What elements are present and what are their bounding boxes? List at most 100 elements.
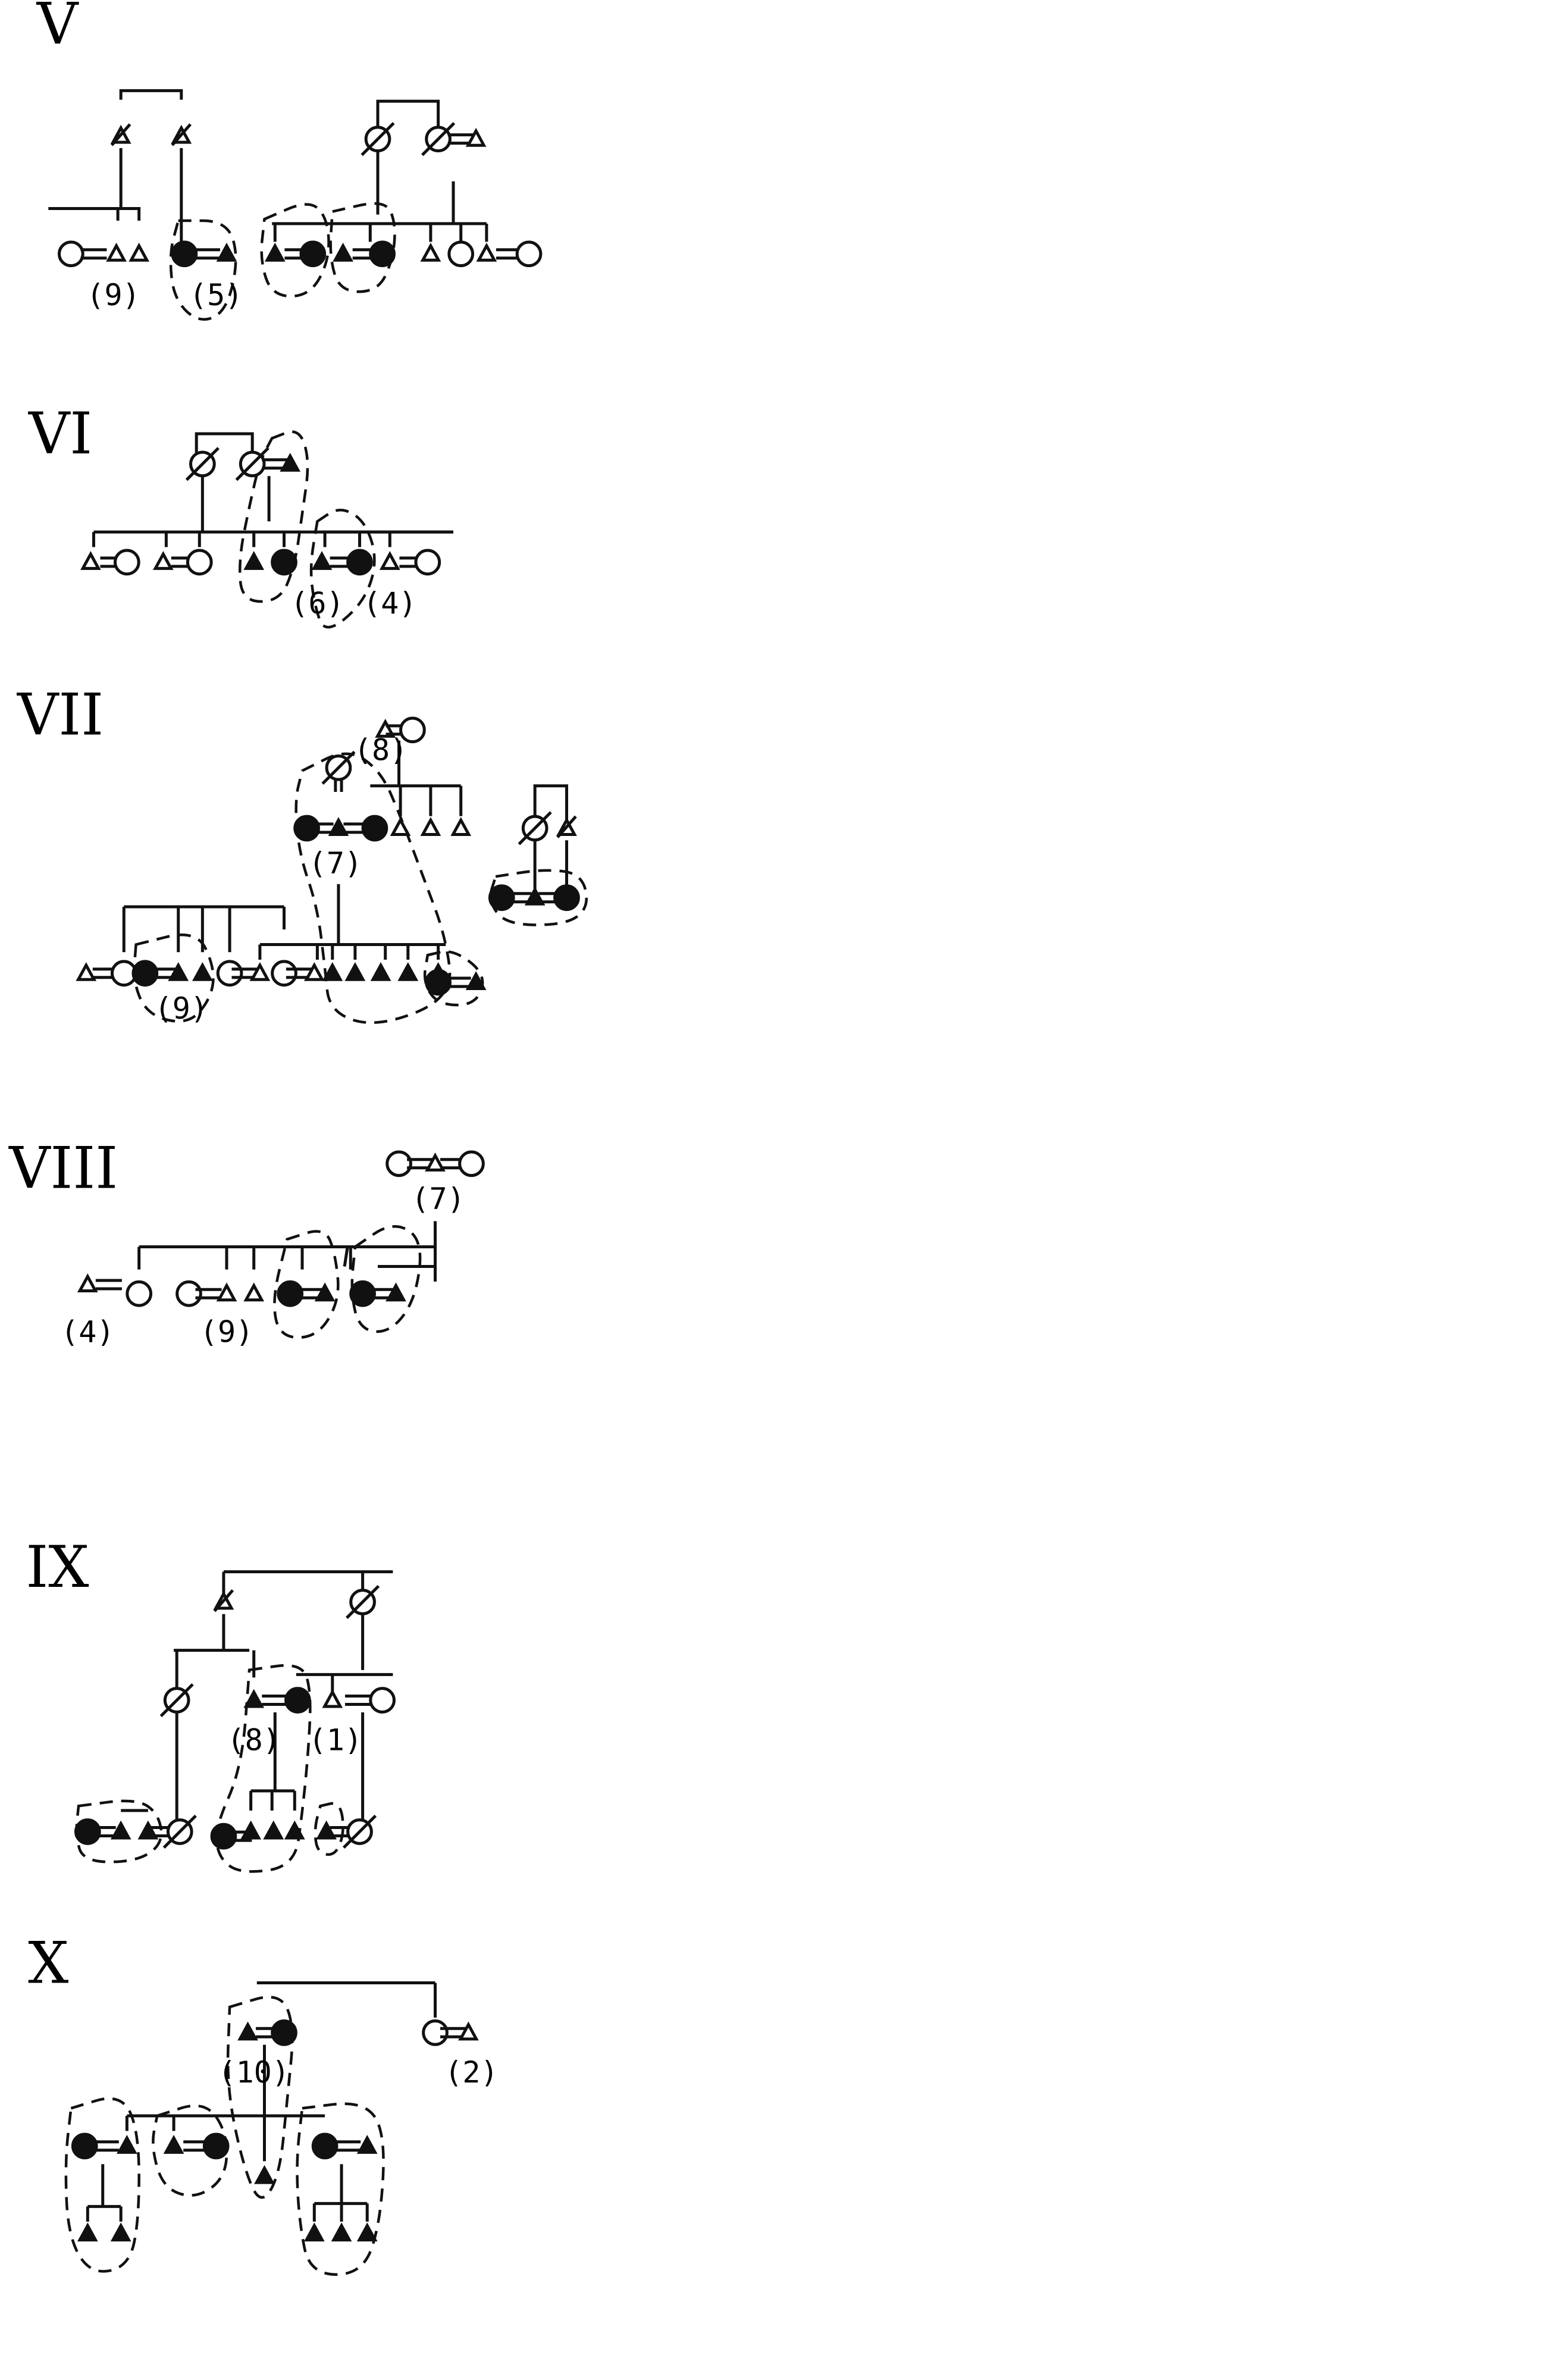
male-icon bbox=[322, 1689, 343, 1708]
male-marked-icon bbox=[240, 1820, 262, 1840]
group-boundary bbox=[75, 1799, 163, 1864]
section-label: VI bbox=[28, 400, 92, 467]
male-icon bbox=[77, 1273, 98, 1293]
male-marked-icon bbox=[168, 962, 189, 981]
female-icon bbox=[399, 716, 426, 744]
deceased-slash bbox=[213, 1589, 234, 1612]
male-icon bbox=[420, 242, 441, 262]
male-marked-icon bbox=[356, 2222, 378, 2242]
female-marked-icon bbox=[349, 1280, 376, 1307]
female-marked-icon bbox=[284, 1687, 311, 1714]
male-marked-icon bbox=[77, 2222, 98, 2242]
group-boundary bbox=[260, 203, 330, 298]
male-marked-icon bbox=[331, 2222, 352, 2242]
male-marked-icon bbox=[524, 886, 546, 906]
female-icon bbox=[58, 240, 84, 268]
group-boundary bbox=[152, 2104, 228, 2197]
male-marked-icon bbox=[328, 817, 349, 836]
kin-line bbox=[533, 784, 568, 824]
kin-line bbox=[119, 89, 183, 100]
male-marked-icon bbox=[356, 2134, 378, 2154]
male-marked-icon bbox=[316, 1820, 337, 1840]
deceased-slash bbox=[321, 750, 356, 785]
group-boundary bbox=[489, 869, 588, 926]
female-marked-icon bbox=[74, 1818, 101, 1845]
deceased-slash bbox=[110, 123, 131, 146]
group-boundary bbox=[423, 950, 484, 1007]
individual-number: (9) bbox=[86, 278, 140, 312]
individual-number: (5) bbox=[189, 278, 243, 312]
male-marked-icon bbox=[314, 1282, 336, 1302]
individual-number: (2) bbox=[444, 2055, 498, 2090]
male-icon bbox=[420, 817, 441, 836]
female-marked-icon bbox=[346, 549, 373, 576]
female-marked-icon bbox=[210, 1822, 237, 1850]
group-boundary bbox=[314, 1802, 344, 1856]
individual-number: (7) bbox=[411, 1182, 465, 1216]
male-icon bbox=[128, 242, 150, 262]
deceased-slash bbox=[342, 1814, 377, 1849]
deceased-slash bbox=[171, 123, 192, 146]
female-marked-icon bbox=[488, 884, 515, 912]
male-icon bbox=[465, 127, 487, 147]
female-marked-icon bbox=[271, 549, 297, 576]
female-icon bbox=[386, 1150, 412, 1178]
male-marked-icon bbox=[263, 1820, 284, 1840]
female-icon bbox=[458, 1150, 485, 1178]
male-marked-icon bbox=[216, 242, 237, 262]
male-marked-icon bbox=[243, 551, 265, 570]
female-marked-icon bbox=[425, 969, 452, 996]
individual-number: (4) bbox=[363, 586, 416, 621]
female-marked-icon bbox=[299, 240, 327, 268]
male-marked-icon bbox=[116, 2134, 137, 2154]
female-marked-icon bbox=[171, 240, 198, 268]
male-icon bbox=[476, 242, 497, 262]
male-icon bbox=[425, 1152, 446, 1172]
group-boundary bbox=[64, 2097, 140, 2273]
male-marked-icon bbox=[110, 2222, 131, 2242]
female-icon bbox=[175, 1280, 202, 1307]
deceased-slash bbox=[235, 447, 269, 481]
kin-line bbox=[343, 1247, 349, 1267]
male-icon bbox=[379, 551, 400, 570]
individual-number: (9) bbox=[200, 1315, 253, 1349]
female-marked-icon bbox=[71, 2132, 98, 2160]
male-icon bbox=[450, 817, 472, 836]
deceased-slash bbox=[162, 1814, 197, 1849]
female-icon bbox=[369, 1687, 396, 1714]
female-icon bbox=[216, 960, 243, 987]
male-marked-icon bbox=[311, 551, 333, 570]
female-icon bbox=[447, 240, 475, 268]
male-icon bbox=[106, 242, 127, 262]
male-icon bbox=[216, 1282, 237, 1302]
deceased-slash bbox=[361, 122, 395, 156]
group-boundary bbox=[309, 509, 376, 629]
group-boundary bbox=[294, 752, 452, 1024]
male-marked-icon bbox=[137, 1820, 159, 1840]
kin-line bbox=[48, 207, 141, 221]
group-boundary bbox=[226, 1996, 294, 2199]
female-icon bbox=[515, 240, 543, 268]
kin-line bbox=[376, 99, 440, 129]
female-marked-icon bbox=[553, 884, 580, 912]
group-boundary bbox=[273, 1230, 340, 1339]
male-icon bbox=[243, 1282, 265, 1302]
male-marked-icon bbox=[322, 962, 343, 981]
female-marked-icon bbox=[202, 2132, 230, 2160]
section-label: VIII bbox=[8, 1135, 118, 1201]
individual-number: (7) bbox=[309, 846, 362, 881]
male-icon bbox=[303, 962, 325, 981]
deceased-slash bbox=[346, 1584, 380, 1619]
male-marked-icon bbox=[110, 1820, 131, 1840]
individual-number: (8) bbox=[227, 1723, 281, 1757]
male-icon bbox=[375, 718, 396, 738]
male-marked-icon bbox=[264, 242, 286, 262]
group-boundary bbox=[350, 1225, 422, 1333]
section-label: V bbox=[36, 0, 79, 58]
male-marked-icon bbox=[192, 962, 213, 981]
female-icon bbox=[414, 549, 441, 576]
deceased-slash bbox=[185, 447, 220, 481]
male-marked-icon bbox=[397, 962, 419, 981]
male-marked-icon bbox=[284, 1820, 305, 1840]
